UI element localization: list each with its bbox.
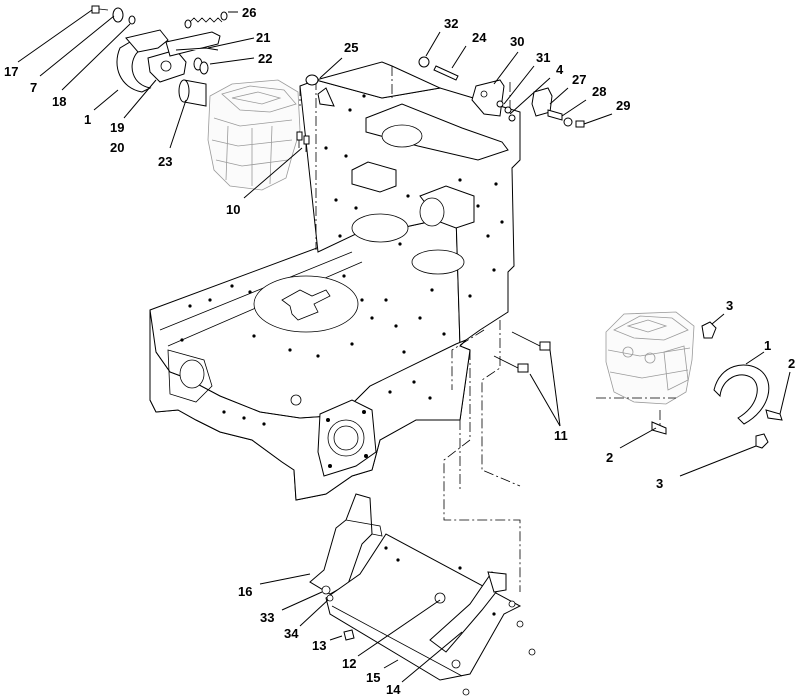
callout-1-right: 1 — [764, 338, 771, 353]
top-left-hardware — [91, 5, 319, 152]
callout-19: 19 — [110, 120, 124, 135]
callout-28: 28 — [592, 84, 606, 99]
callout-labels: 17 7 18 1 19 20 23 26 21 22 10 25 32 24 … — [4, 5, 795, 697]
callout-2-right: 2 — [788, 356, 795, 371]
frame-mounting-holes — [180, 94, 504, 426]
engine-right — [605, 311, 695, 405]
callout-27: 27 — [572, 72, 586, 87]
callout-32: 32 — [444, 16, 458, 31]
callout-4: 4 — [556, 62, 564, 77]
right-hardware — [493, 321, 783, 449]
callout-12: 12 — [342, 656, 356, 671]
callout-17: 17 — [4, 64, 18, 79]
callout-15: 15 — [366, 670, 380, 685]
callout-18: 18 — [52, 94, 66, 109]
callout-11: 11 — [554, 428, 568, 443]
callout-23: 23 — [158, 154, 172, 169]
engine-top-left — [207, 79, 301, 191]
callout-7: 7 — [30, 80, 37, 95]
main-frame — [149, 61, 521, 501]
callout-34: 34 — [284, 626, 299, 641]
callout-1: 1 — [84, 112, 91, 127]
callout-3-lower: 3 — [656, 476, 663, 491]
callout-33: 33 — [260, 610, 274, 625]
callout-13: 13 — [312, 638, 326, 653]
callout-3-upper: 3 — [726, 298, 733, 313]
callout-24: 24 — [472, 30, 487, 45]
callout-29: 29 — [616, 98, 630, 113]
callout-2-lower: 2 — [606, 450, 613, 465]
callout-16: 16 — [238, 584, 252, 599]
callout-20: 20 — [110, 140, 124, 155]
assembly-phantom-lines — [299, 66, 676, 592]
callout-14: 14 — [386, 682, 401, 697]
bottom-plate-assembly — [309, 493, 536, 696]
callout-31: 31 — [536, 50, 550, 65]
callout-10: 10 — [226, 202, 240, 217]
top-right-hardware — [418, 56, 585, 128]
callout-25: 25 — [344, 40, 358, 55]
callout-22: 22 — [258, 51, 272, 66]
callout-26: 26 — [242, 5, 256, 20]
leader-lines — [17, 9, 791, 683]
callout-21: 21 — [256, 30, 270, 45]
callout-30: 30 — [510, 34, 524, 49]
